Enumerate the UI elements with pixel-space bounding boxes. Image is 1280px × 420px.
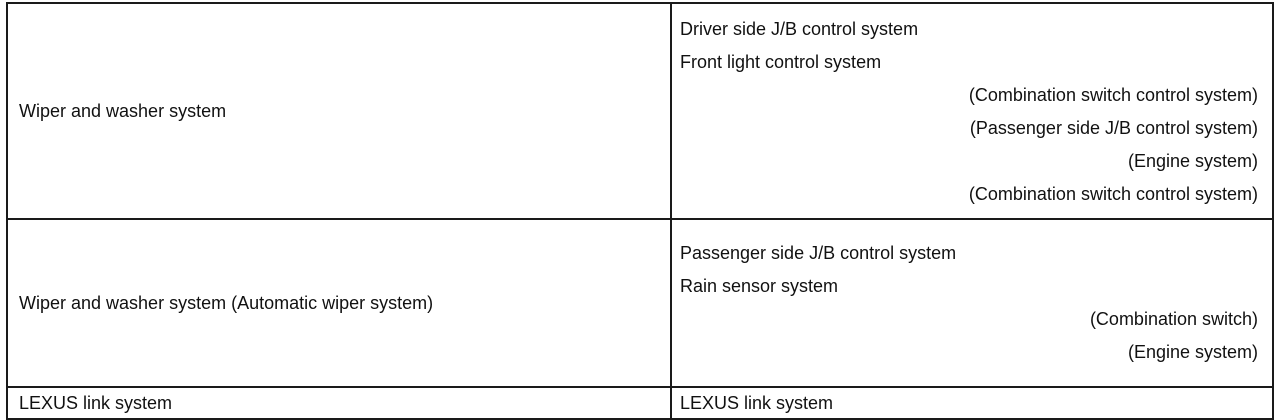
related-system-item: (Passenger side J/B control system) — [969, 118, 1258, 138]
related-system-item: Passenger side J/B control system — [680, 243, 957, 263]
related-system-item: Rain sensor system — [680, 276, 839, 296]
related-systems-cell: Driver side J/B control system Front lig… — [670, 2, 1274, 220]
related-systems-cell: Passenger side J/B control system Rain s… — [670, 218, 1274, 388]
related-system-item: Front light control system — [680, 52, 882, 72]
system-name-cell: LEXUS link system — [6, 386, 672, 420]
related-system-item: (Combination switch control system) — [968, 184, 1258, 204]
related-system-item: (Combination switch) — [1089, 309, 1258, 329]
related-system-item: (Engine system) — [1127, 342, 1258, 362]
system-name-cell: Wiper and washer system (Automatic wiper… — [6, 218, 672, 388]
related-system-item: (Combination switch control system) — [968, 85, 1258, 105]
table-row: LEXUS link system LEXUS link system — [6, 386, 1274, 420]
system-table: Wiper and washer system Driver side J/B … — [6, 2, 1274, 420]
related-system-item: (Engine system) — [1127, 151, 1258, 171]
system-name-cell: Wiper and washer system — [6, 2, 672, 220]
related-system-item: Driver side J/B control system — [680, 19, 919, 39]
table-row: Wiper and washer system (Automatic wiper… — [6, 218, 1274, 388]
table-row: Wiper and washer system Driver side J/B … — [6, 2, 1274, 220]
related-systems-cell: LEXUS link system — [670, 386, 1274, 420]
related-system-item: LEXUS link system — [680, 393, 834, 413]
